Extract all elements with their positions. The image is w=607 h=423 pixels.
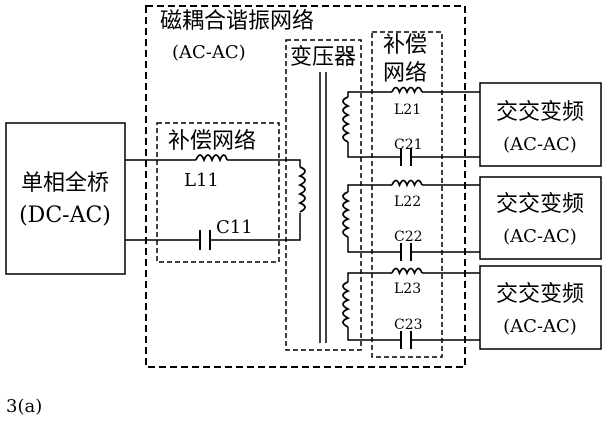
secondary-coil-3 [343,282,348,327]
primary-compensation-title: 补偿网络 [168,129,256,154]
c23-label: C23 [394,317,423,333]
c11-label: C11 [216,217,253,238]
secondary-compensation-title-2: 网络 [383,61,427,86]
secondary-coil-1 [343,97,348,142]
secondary-branch-2: L22 C22 [343,181,480,262]
converter-box-2: 交交变频 (AC-AC) [480,177,601,259]
l11-label: L11 [184,170,219,191]
converter-1-label: 交交变频 [496,100,584,125]
l11-inductor [196,155,227,160]
c22-label: C22 [394,229,423,245]
c21-label: C21 [394,137,423,153]
converter-3-sublabel: (AC-AC) [503,316,577,337]
converter-box-3: 交交变频 (AC-AC) [480,266,601,349]
converter-1-sublabel: (AC-AC) [503,134,577,155]
l22-label: L22 [394,194,421,210]
transformer-primary-coil [300,167,305,212]
transformer-label: 变压器 [290,45,356,70]
l21-label: L21 [394,102,421,118]
full-bridge-label: 单相全桥 [21,171,109,196]
secondary-branch-1: L21 C21 [343,88,480,167]
secondary-branch-3: L23 C23 [343,269,480,350]
l21-inductor [392,88,422,93]
full-bridge-box [6,123,125,274]
l23-inductor [392,269,422,274]
converter-2-label: 交交变频 [496,192,584,217]
secondary-coil-2 [343,192,348,237]
l22-inductor [392,181,422,186]
primary-bottom-wire [125,213,300,240]
resonant-network-title: 磁耦合谐振网络 [160,9,314,34]
transformer-region [286,40,361,350]
converter-2-sublabel: (AC-AC) [503,226,577,247]
l23-label: L23 [394,281,421,297]
resonant-network-subtitle: (AC-AC) [172,42,246,63]
figure-label: 3(a) [6,396,42,417]
secondary-compensation-title-1: 补偿 [383,33,427,58]
converter-3-label: 交交变频 [496,282,584,307]
converter-box-1: 交交变频 (AC-AC) [480,83,601,166]
full-bridge-sublabel: (DC-AC) [19,203,111,228]
